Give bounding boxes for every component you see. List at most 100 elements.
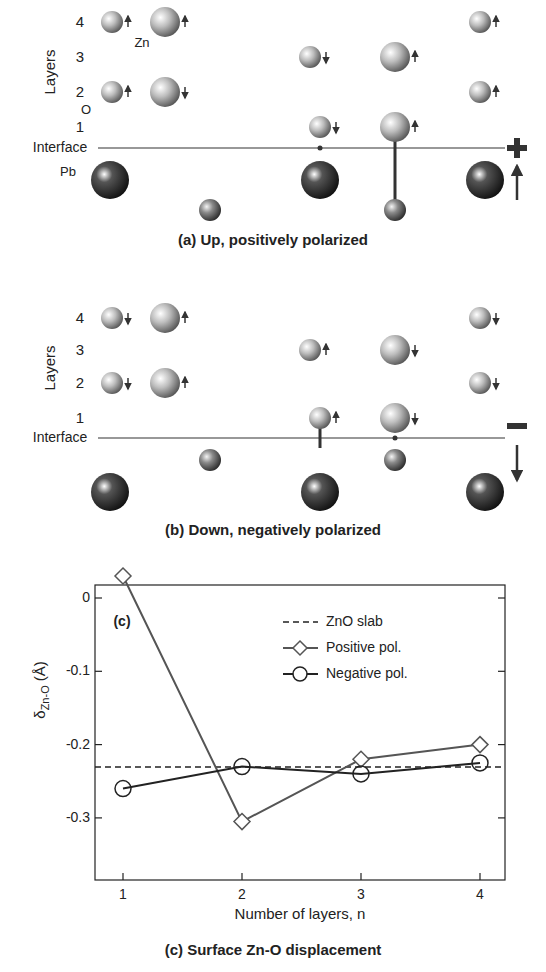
interface-line bbox=[98, 147, 505, 148]
displacement-arrow bbox=[184, 87, 186, 98]
atom-sphere bbox=[299, 339, 321, 361]
tick-label: -0.2 bbox=[66, 737, 90, 752]
legend-text: ZnO slab bbox=[326, 614, 383, 629]
displacement-arrow bbox=[495, 86, 497, 97]
x-tick bbox=[479, 873, 480, 880]
circle-marker bbox=[353, 766, 369, 782]
legend-sample bbox=[283, 621, 318, 623]
atom-sphere bbox=[301, 473, 339, 511]
atom-sphere bbox=[469, 372, 491, 394]
atom-sphere bbox=[199, 199, 221, 221]
atom-sphere bbox=[299, 46, 321, 68]
atom-sphere bbox=[91, 161, 129, 199]
interface-dot bbox=[393, 436, 398, 441]
legend-text: Positive pol. bbox=[326, 640, 401, 655]
layer-number: 1 bbox=[76, 410, 84, 427]
atom-sphere bbox=[309, 407, 331, 429]
bond-line bbox=[394, 140, 397, 202]
atom-sphere bbox=[380, 335, 410, 365]
y-tick bbox=[498, 671, 505, 672]
atom-sphere bbox=[309, 116, 331, 138]
atom-label: Pb bbox=[60, 165, 76, 179]
atom-sphere bbox=[466, 161, 504, 199]
layer-number: 3 bbox=[76, 342, 84, 359]
axis-title: δZn-O (Å) bbox=[32, 661, 49, 718]
tick-label: 2 bbox=[238, 887, 246, 902]
axis-title: Layers bbox=[42, 49, 59, 94]
axis-ticks bbox=[95, 598, 505, 880]
axis-title: Layers bbox=[42, 345, 59, 390]
interface-label: Interface bbox=[33, 430, 87, 445]
atom-sphere bbox=[150, 77, 180, 107]
y-tick bbox=[95, 744, 102, 745]
tick-label: -0.1 bbox=[66, 664, 90, 679]
displacement-arrow bbox=[414, 413, 416, 424]
displacement-arrow bbox=[495, 378, 497, 389]
atom-sphere bbox=[101, 307, 123, 329]
atom-sphere bbox=[380, 42, 410, 72]
y-tick bbox=[95, 817, 102, 818]
atom-sphere bbox=[101, 372, 123, 394]
tick-label: 1 bbox=[119, 887, 127, 902]
tick-label: 3 bbox=[357, 887, 365, 902]
displacement-arrow bbox=[127, 378, 129, 389]
atom-sphere bbox=[101, 81, 123, 103]
displacement-arrow bbox=[325, 52, 327, 63]
y-tick bbox=[498, 597, 505, 598]
layer-number: 3 bbox=[76, 49, 84, 66]
displacement-arrow bbox=[335, 412, 337, 423]
positive-series bbox=[123, 576, 480, 822]
atom-layer bbox=[91, 7, 504, 511]
atom-sphere bbox=[469, 81, 491, 103]
x-tick bbox=[241, 873, 242, 880]
displacement-arrow bbox=[495, 16, 497, 27]
displacement-arrow bbox=[127, 86, 129, 97]
layer-number: 4 bbox=[76, 14, 84, 31]
panel-caption: (b) Down, negatively polarized bbox=[165, 522, 381, 539]
atom-sphere bbox=[150, 368, 180, 398]
legend-sample bbox=[293, 667, 307, 681]
layer-number: 2 bbox=[76, 375, 84, 392]
atom-sphere bbox=[384, 449, 406, 471]
diamond-marker bbox=[472, 737, 488, 753]
circle-marker bbox=[472, 755, 488, 771]
displacement-arrow bbox=[184, 16, 186, 27]
legend-sample bbox=[293, 641, 307, 655]
y-tick bbox=[498, 817, 505, 818]
displacement-arrow bbox=[184, 377, 186, 388]
panel-tag: (c) bbox=[113, 614, 130, 629]
atom-sphere bbox=[469, 307, 491, 329]
negative-series bbox=[123, 763, 480, 789]
displacement-arrow bbox=[335, 122, 337, 133]
diamond-marker bbox=[234, 814, 250, 830]
axis-title-part: δ bbox=[32, 710, 49, 718]
layer-number: 1 bbox=[76, 119, 84, 136]
subscript: Zn-O bbox=[39, 685, 51, 710]
circle-marker bbox=[234, 759, 250, 775]
displacement-arrow bbox=[414, 51, 416, 62]
atom-sphere bbox=[150, 303, 180, 333]
legend-text: Negative pol. bbox=[326, 666, 408, 681]
atom-sphere bbox=[469, 11, 491, 33]
atom-sphere bbox=[380, 112, 410, 142]
atom-sphere bbox=[199, 449, 221, 471]
tick-label: 0 bbox=[82, 590, 90, 605]
tick-label: 4 bbox=[476, 887, 484, 902]
y-tick bbox=[95, 671, 102, 672]
atom-label: Zn bbox=[134, 36, 149, 50]
atom-sphere bbox=[466, 473, 504, 511]
atom-sphere bbox=[301, 161, 339, 199]
series-markers bbox=[115, 568, 488, 830]
displacement-arrow bbox=[495, 313, 497, 324]
displacement-arrow bbox=[414, 345, 416, 356]
atom-sphere bbox=[91, 473, 129, 511]
displacement-arrow bbox=[414, 121, 416, 132]
interface-line bbox=[98, 437, 505, 438]
polarization-arrow bbox=[516, 445, 519, 480]
layer-number: 4 bbox=[76, 310, 84, 327]
diamond-marker bbox=[115, 568, 131, 584]
atom-sphere bbox=[150, 7, 180, 37]
circle-marker bbox=[115, 781, 131, 797]
atom-sphere bbox=[101, 11, 123, 33]
axis-title-part: (Å) bbox=[32, 661, 49, 681]
